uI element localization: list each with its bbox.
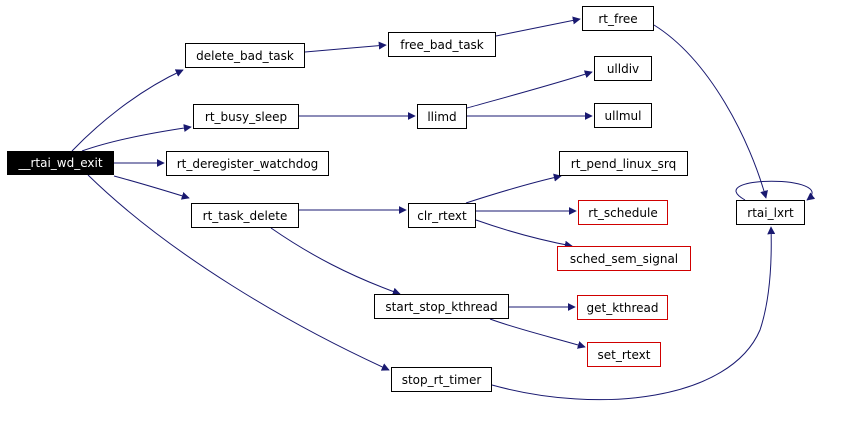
- edge-rtai-lxrt-to-rtai-lxrt: [735, 180, 816, 201]
- edge-llimd-to-ulldiv: [466, 70, 593, 109]
- node-stop-rt-timer[interactable]: stop_rt_timer: [391, 367, 492, 392]
- node-ulldiv[interactable]: ulldiv: [594, 56, 652, 81]
- node-delete-bad-task[interactable]: delete_bad_task: [185, 43, 305, 68]
- node-clr-rtext[interactable]: clr_rtext: [408, 203, 476, 228]
- node-get-kthread[interactable]: get_kthread: [577, 295, 668, 320]
- edge-stop-rt-timer-to-rtai-lxrt: [491, 226, 776, 401]
- edge-rtai-wd-exit-to-stop-rt-timer: [87, 174, 390, 371]
- node-free-bad-task[interactable]: free_bad_task: [388, 32, 496, 57]
- node-ullmul[interactable]: ullmul: [594, 103, 652, 128]
- node-sched-sem-signal[interactable]: sched_sem_signal: [557, 246, 691, 271]
- edge-delete-bad-task-to-free-bad-task: [304, 41, 387, 53]
- edge-rtai-wd-exit-to-delete-bad-task: [71, 69, 184, 152]
- node-rt-pend-linux-srq[interactable]: rt_pend_linux_srq: [559, 151, 688, 176]
- edge-rt-task-delete-to-start-stop-kthread: [270, 227, 401, 296]
- node-rt-schedule[interactable]: rt_schedule: [578, 200, 668, 225]
- node-rt-task-delete[interactable]: rt_task_delete: [191, 203, 299, 228]
- edge-rtai-wd-exit-to-rt-busy-sleep: [81, 124, 192, 152]
- node-rtai-lxrt[interactable]: rtai_lxrt: [736, 200, 805, 225]
- edge-clr-rtext-to-sched-sem-signal: [475, 219, 573, 249]
- node-rt-busy-sleep[interactable]: rt_busy_sleep: [193, 104, 299, 129]
- node-rt-free[interactable]: rt_free: [582, 6, 654, 31]
- node-start-stop-kthread[interactable]: start_stop_kthread: [374, 294, 509, 319]
- node-rtai-wd-exit: __rtai_wd_exit: [7, 151, 114, 175]
- edge-start-stop-kthread-to-set-rtext: [489, 318, 586, 349]
- node-rt-deregister-watchdog[interactable]: rt_deregister_watchdog: [166, 151, 329, 176]
- edge-rt-free-to-rtai-lxrt: [653, 24, 768, 199]
- node-set-rtext[interactable]: set_rtext: [587, 342, 661, 367]
- edge-clr-rtext-to-rt-pend-linux-srq: [465, 173, 562, 204]
- node-llimd[interactable]: llimd: [417, 104, 467, 129]
- edge-rtai-wd-exit-to-rt-task-delete: [113, 175, 190, 200]
- edge-free-bad-task-to-rt-free: [495, 16, 581, 37]
